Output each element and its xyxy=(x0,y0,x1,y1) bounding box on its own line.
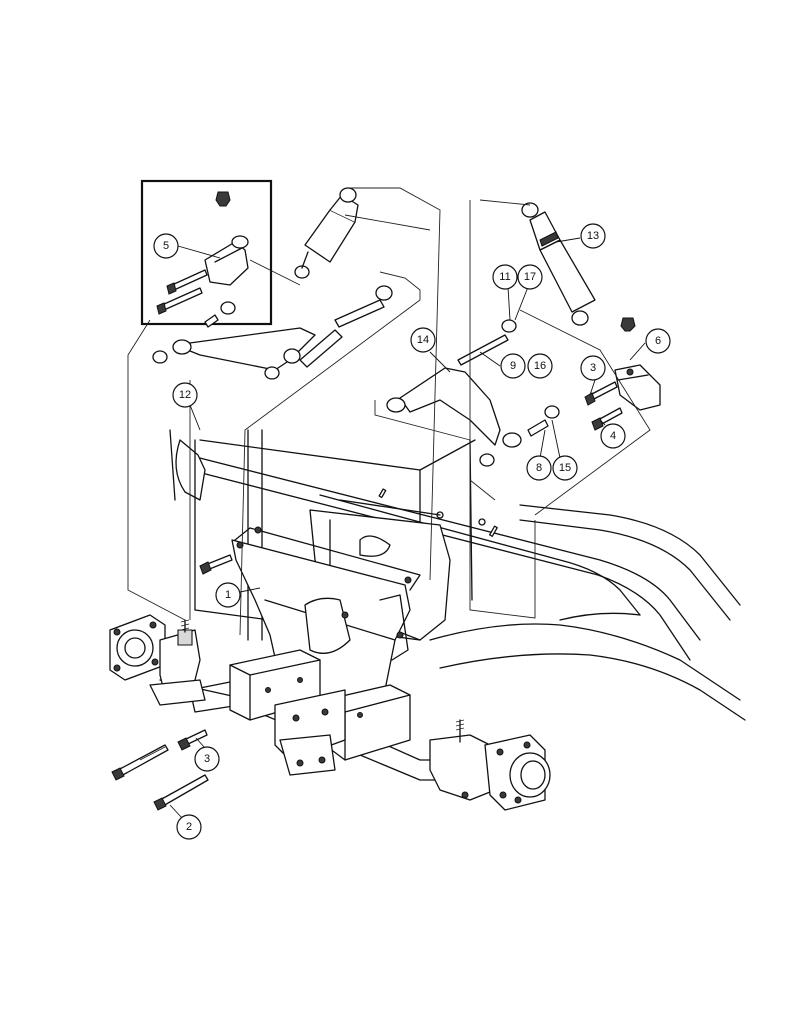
svg-text:11: 11 xyxy=(499,271,510,283)
callout-15: 15 xyxy=(552,455,578,481)
right-control-arm xyxy=(386,319,560,467)
svg-text:14: 14 xyxy=(417,334,429,346)
callout-9: 9 xyxy=(500,353,526,379)
svg-text:9: 9 xyxy=(510,360,516,372)
front-axle-beam xyxy=(159,649,471,781)
callout-1: 1 xyxy=(215,582,241,608)
svg-text:17: 17 xyxy=(524,271,536,283)
svg-text:1: 1 xyxy=(225,589,231,601)
callout-13: 13 xyxy=(580,223,606,249)
callout-6: 6 xyxy=(645,328,671,354)
svg-text:3: 3 xyxy=(204,753,210,765)
svg-text:2: 2 xyxy=(186,821,192,833)
left-control-arm xyxy=(152,285,393,380)
callout-14: 14 xyxy=(410,327,436,353)
long-bolts xyxy=(111,554,233,811)
right-shock-bracket xyxy=(584,317,661,431)
callout-3-right: 3 xyxy=(580,355,606,381)
inset-detail xyxy=(140,179,273,328)
svg-text:13: 13 xyxy=(587,230,599,242)
callout-17: 17 xyxy=(517,264,543,290)
svg-text:15: 15 xyxy=(559,462,571,474)
callout-leader-lines xyxy=(169,237,646,819)
callout-12: 12 xyxy=(172,382,198,408)
svg-text:6: 6 xyxy=(655,335,661,347)
callout-4: 4 xyxy=(600,423,626,449)
svg-text:8: 8 xyxy=(536,462,542,474)
svg-text:12: 12 xyxy=(179,389,191,401)
callout-16: 16 xyxy=(527,353,553,379)
callout-3-left: 3 xyxy=(194,746,220,772)
svg-text:16: 16 xyxy=(534,360,546,372)
exploded-view-guide-lines xyxy=(127,187,651,636)
callout-5: 5 xyxy=(153,233,179,259)
right-spindle-hub xyxy=(429,719,551,811)
callout-11: 11 xyxy=(492,264,518,290)
right-shock-absorber xyxy=(521,202,596,326)
svg-text:4: 4 xyxy=(610,430,616,442)
left-spindle-hub xyxy=(109,614,206,706)
callout-2: 2 xyxy=(176,814,202,840)
svg-text:5: 5 xyxy=(163,240,169,252)
left-shock-absorber xyxy=(294,187,359,279)
svg-text:3: 3 xyxy=(590,362,596,374)
callout-8: 8 xyxy=(526,455,552,481)
